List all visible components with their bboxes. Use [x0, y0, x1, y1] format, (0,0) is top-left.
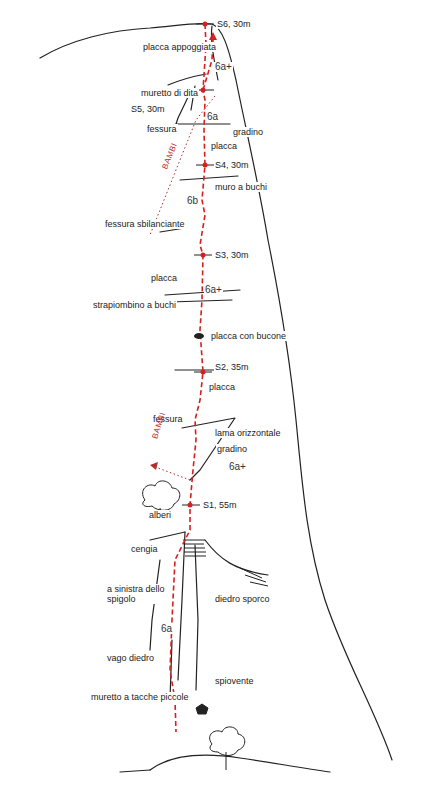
route-label: gradino [216, 444, 248, 454]
rock-outline [40, 23, 392, 772]
bambi-arrow [150, 462, 158, 470]
route-label: lama orizzontale [214, 428, 282, 438]
route-label: placca [208, 382, 236, 392]
hatching [183, 540, 268, 586]
route-label: fessura [146, 124, 178, 134]
route-label: muretto a tacche piccole [90, 692, 190, 702]
route-label: gradino [232, 127, 264, 137]
route-label: placca [210, 141, 238, 151]
trees [143, 481, 245, 770]
route-label: muretto di dita [140, 88, 199, 98]
grade-label: 6a+ [214, 62, 233, 72]
route-label: S6, 30m [216, 19, 252, 29]
route-label: S4, 30m [214, 160, 250, 170]
grade-label: 6b [186, 196, 199, 206]
route-label: cengia [130, 544, 159, 554]
route-label: S5, 30m [130, 104, 166, 114]
route-arrow [209, 32, 217, 40]
grade-label: 6a [160, 624, 173, 634]
route-label: placca con bucone [210, 331, 287, 341]
grade-label: 6a [206, 112, 219, 122]
bucone [194, 333, 204, 339]
route-label: strapiombino a buchi [92, 300, 177, 310]
route-label: S2, 35m [214, 362, 250, 372]
route-label: vago diedro [106, 653, 155, 663]
route-label: S1, 55m [202, 500, 238, 510]
route-label: placca [150, 273, 178, 283]
route-label: a sinistra dello spigolo [106, 584, 170, 604]
route-label: spiovente [214, 676, 255, 686]
route-label: fessura sbilanciante [104, 219, 186, 229]
route-label: alberi [148, 510, 172, 520]
route-label: placca appoggiata [142, 42, 217, 52]
route-label: muro a buchi [214, 182, 268, 192]
route-label: S3, 30m [214, 250, 250, 260]
grade-label: 6a+ [204, 285, 223, 295]
grade-label: 6a+ [228, 462, 247, 472]
route-label: diedro sporco [214, 594, 271, 604]
